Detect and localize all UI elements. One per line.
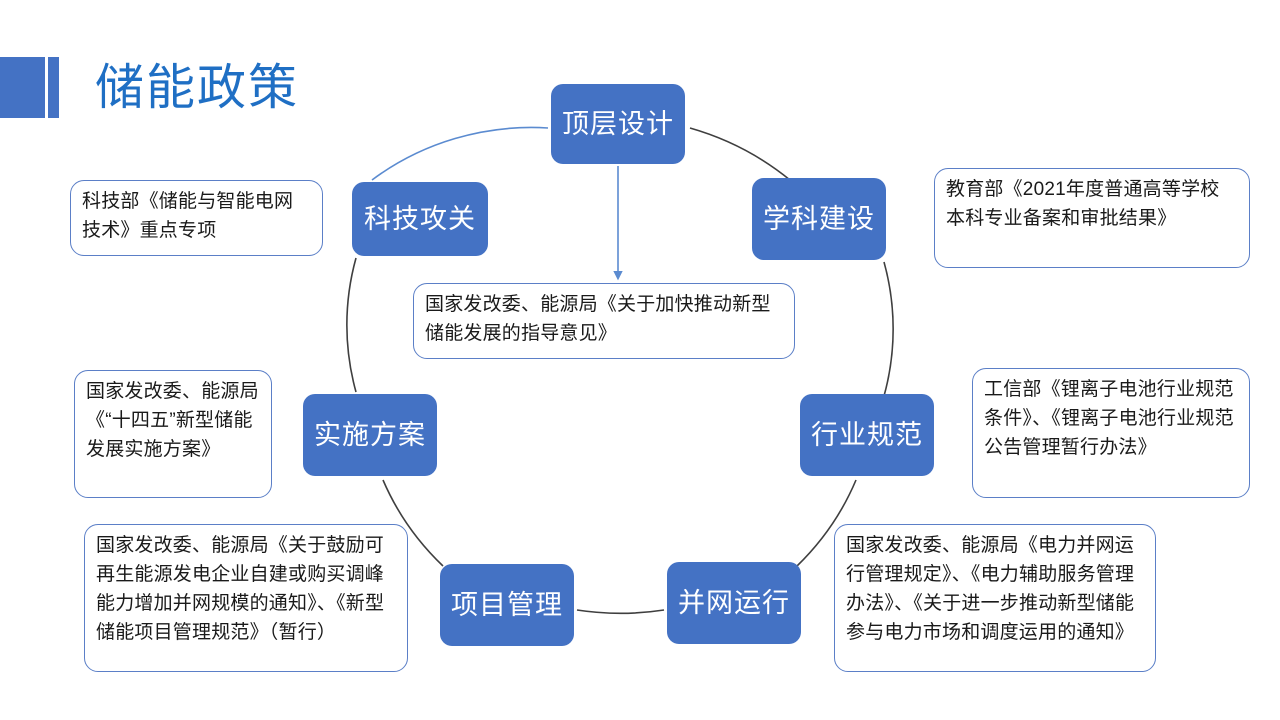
highlight-arc bbox=[371, 126, 549, 181]
node-industry-standard-label: 行业规范 bbox=[811, 420, 923, 450]
callout-tech-research: 科技部《储能与智能电网技术》重点专项 bbox=[70, 180, 323, 256]
node-tech-research-label: 科技攻关 bbox=[364, 204, 476, 234]
node-discipline-label: 学科建设 bbox=[763, 204, 875, 234]
node-top-design-label: 顶层设计 bbox=[562, 109, 674, 139]
node-tech-research[interactable]: 科技攻关 bbox=[352, 182, 488, 256]
node-industry-standard[interactable]: 行业规范 bbox=[800, 394, 934, 476]
callout-grid-operation: 国家发改委、能源局《电力并网运行管理规定》、《电力辅助服务管理办法》、《关于进一… bbox=[834, 524, 1156, 672]
node-project-management[interactable]: 项目管理 bbox=[440, 564, 574, 646]
node-implementation-plan-label: 实施方案 bbox=[314, 420, 426, 450]
callout-industry-standard: 工信部《锂离子电池行业规范条件》、《锂离子电池行业规范公告管理暂行办法》 bbox=[972, 368, 1250, 498]
callout-top-design: 国家发改委、能源局《关于加快推动新型储能发展的指导意见》 bbox=[413, 283, 795, 359]
node-project-management-label: 项目管理 bbox=[451, 590, 563, 620]
callout-implementation-plan: 国家发改委、能源局《“十四五”新型储能发展实施方案》 bbox=[74, 370, 272, 498]
callout-project-management: 国家发改委、能源局《关于鼓励可再生能源发电企业自建或购买调峰能力增加并网规模的通… bbox=[84, 524, 408, 672]
title-accent-bar-narrow bbox=[48, 57, 59, 118]
callout-discipline: 教育部《2021年度普通高等学校本科专业备案和审批结果》 bbox=[934, 168, 1250, 268]
cycle-ring bbox=[346, 127, 894, 615]
node-implementation-plan[interactable]: 实施方案 bbox=[303, 394, 437, 476]
title-accent-bar-wide bbox=[0, 57, 45, 118]
node-discipline[interactable]: 学科建设 bbox=[752, 178, 886, 260]
page-title: 储能政策 bbox=[95, 61, 300, 115]
node-grid-operation-label: 并网运行 bbox=[678, 588, 790, 618]
node-top-design[interactable]: 顶层设计 bbox=[551, 84, 685, 164]
node-grid-operation[interactable]: 并网运行 bbox=[667, 562, 801, 644]
